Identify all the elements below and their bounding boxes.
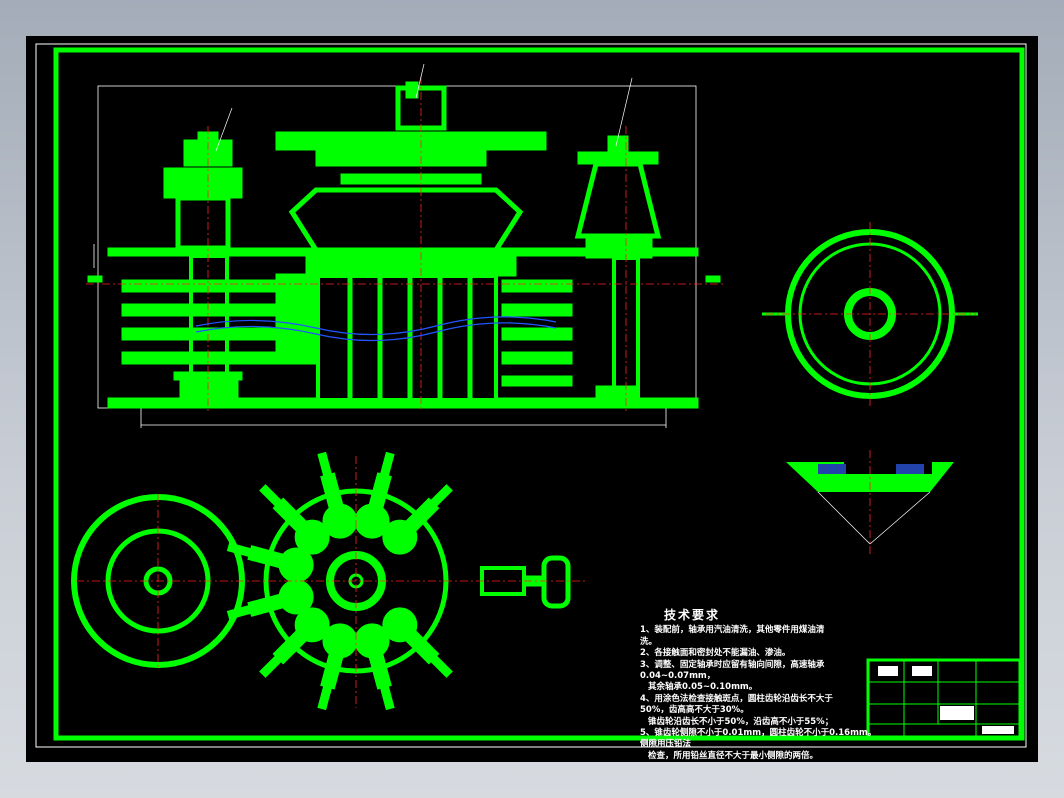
req-title: 技术要求 [664, 608, 721, 622]
req-line: 锥齿轮沿齿长不小于50%，沿齿高不小于55%； [648, 716, 834, 727]
rotor-spoke [354, 451, 395, 539]
req-line: 3、调整、固定轴承时应留有轴向间隙，高速轴承 [640, 659, 825, 670]
req-line: 4、用涂色法检查接触斑点，圆柱齿轮沿齿长不大于 [640, 693, 833, 704]
req-line: 0.04~0.07mm， [640, 671, 716, 682]
req-line: 检查，所用铅丝直径不大于最小侧隙的两倍。 [648, 750, 819, 761]
cad-drawing [35, 43, 1027, 748]
rotor-spoke [317, 451, 358, 539]
wave-line [195, 316, 557, 336]
outer-border [35, 43, 1027, 748]
rotor-spoke [317, 623, 358, 711]
req-line: 1、装配前，轴承用汽油清洗，其他零件用煤油清 [640, 625, 825, 636]
title-block [866, 658, 1022, 740]
req-line: 洗。 [640, 636, 658, 647]
req-line: 2、各接触面和密封处不能漏油、渗油。 [640, 648, 791, 659]
rotor-spoke [354, 623, 395, 711]
rotor-spoke [226, 542, 314, 583]
rotor-spoke [382, 607, 453, 678]
rotor-spoke [259, 607, 330, 678]
centerlines-ring [766, 222, 976, 406]
centerlines-top [86, 76, 726, 412]
req-line: 其余轴承0.05~0.10mm。 [648, 682, 758, 693]
req-line: 侧隙用压铅法 [640, 739, 692, 750]
req-line: 50%，齿高高不大于30%。 [640, 705, 749, 716]
inner-border [53, 47, 1025, 741]
section-view [786, 450, 954, 556]
leader-lines [215, 63, 633, 152]
front-assembly-view [87, 81, 721, 428]
rotor-spoke [226, 579, 314, 620]
technical-requirements: 技术要求 1、装配前，轴承用汽油清洗，其他零件用煤油清 洗。 2、各接触面和密封… [640, 608, 877, 762]
rotor-spoke [382, 484, 453, 555]
cad-viewport[interactable]: 技术要求 1、装配前，轴承用汽油清洗，其他零件用煤油清 洗。 2、各接触面和密封… [26, 36, 1038, 762]
rotor-view [226, 451, 571, 711]
req-line: 5、锥齿轮侧隙不小于0.01mm，圆柱齿轮不小于0.16mm。 [640, 728, 877, 739]
rotor-spoke [259, 484, 330, 555]
centerlines-bottom [76, 456, 586, 708]
